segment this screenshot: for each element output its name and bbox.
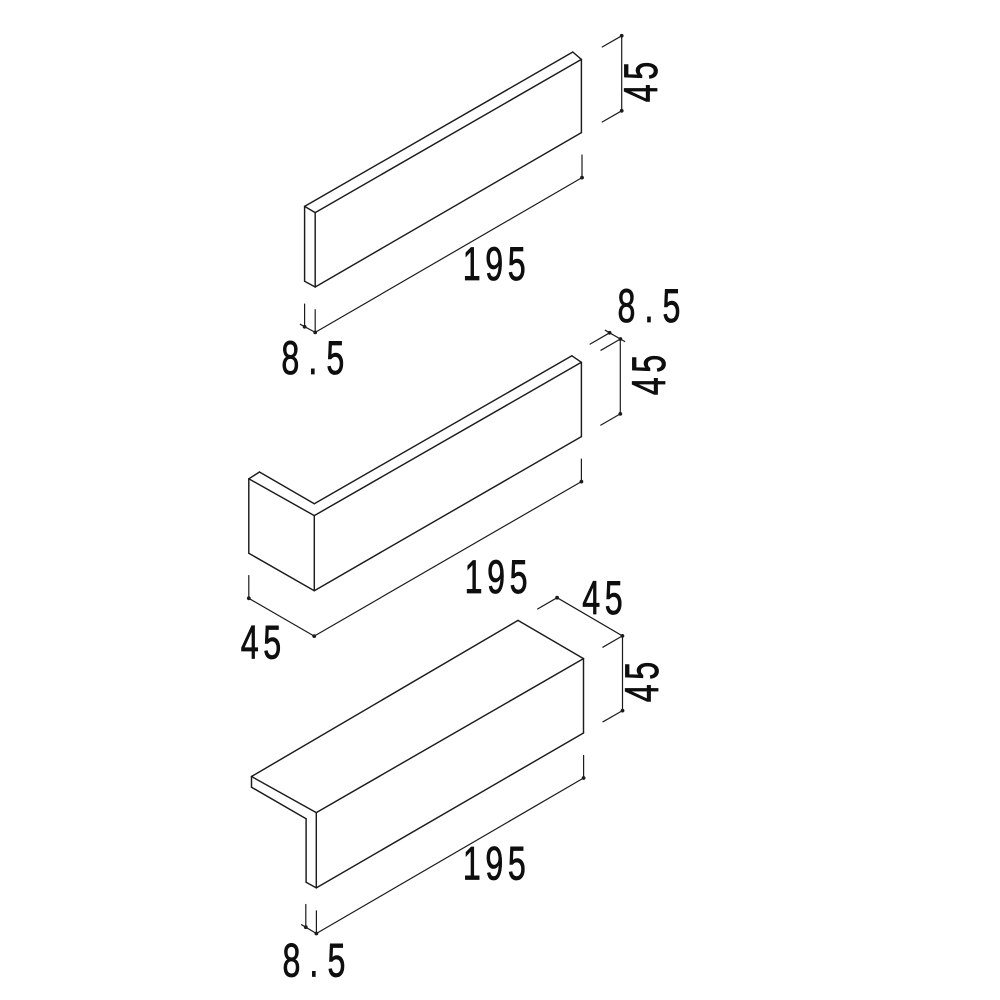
svg-text:9: 9: [485, 837, 503, 890]
svg-text:.: .: [309, 934, 318, 987]
svg-text:5: 5: [623, 355, 676, 373]
svg-text:.: .: [645, 280, 654, 333]
svg-text:1: 1: [463, 837, 481, 890]
svg-text:4: 4: [582, 572, 600, 625]
svg-text:4: 4: [241, 616, 259, 669]
svg-text:1: 1: [465, 551, 483, 604]
svg-text:9: 9: [487, 551, 505, 604]
svg-text:8: 8: [618, 280, 636, 333]
svg-text:5: 5: [327, 934, 345, 987]
svg-text:5: 5: [326, 332, 344, 385]
svg-text:9: 9: [485, 238, 503, 291]
svg-text:4: 4: [615, 84, 668, 102]
svg-text:5: 5: [616, 662, 669, 680]
svg-text:5: 5: [508, 837, 526, 890]
svg-text:5: 5: [510, 551, 528, 604]
svg-text:5: 5: [263, 616, 281, 669]
svg-text:4: 4: [616, 684, 669, 702]
svg-text:8: 8: [281, 332, 299, 385]
svg-text:1: 1: [463, 238, 481, 291]
svg-text:5: 5: [615, 62, 668, 80]
svg-text:4: 4: [623, 377, 676, 395]
svg-text:5: 5: [508, 238, 526, 291]
svg-text:5: 5: [605, 572, 623, 625]
svg-text:.: .: [308, 332, 317, 385]
svg-text:8: 8: [282, 934, 300, 987]
svg-text:5: 5: [663, 280, 681, 333]
